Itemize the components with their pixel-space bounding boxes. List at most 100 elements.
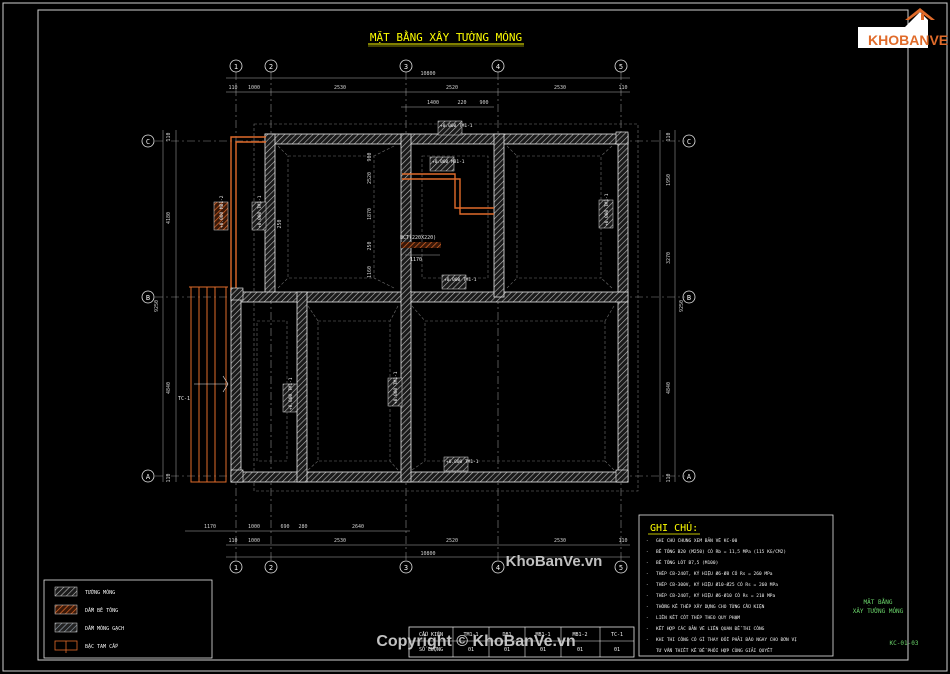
- svg-text:220: 220: [457, 100, 466, 106]
- dim-texts-bottom: 1170 1000 690 280 2640 10800 110 1000 25…: [204, 524, 628, 557]
- svg-text:TƯ VẤN THIẾT KẾ ĐỂ PHỐI HỢP CÙ: TƯ VẤN THIẾT KẾ ĐỂ PHỐI HỢP CÙNG GIẢI QU…: [656, 646, 773, 654]
- svg-text:1000: 1000: [248, 85, 260, 91]
- legend-items: TƯỜNG MÓNG DẦM BÊ TÔNG DẦM MÓNG GẠCH BẬC…: [54, 586, 124, 653]
- svg-text:01: 01: [468, 647, 474, 653]
- dim-texts-right: 110 1950 3270 4840 110 9250: [666, 132, 685, 482]
- svg-text:+0.000 TM1-1: +0.000 TM1-1: [288, 377, 294, 410]
- svg-text:1870: 1870: [367, 208, 373, 220]
- svg-text:01: 01: [540, 647, 546, 653]
- svg-text:1160: 1160: [367, 266, 373, 278]
- svg-text:3270: 3270: [666, 252, 672, 264]
- svg-text:THÉP CB-240T, KÝ HIỆU Ø6-Ø10 C: THÉP CB-240T, KÝ HIỆU Ø6-Ø10 CÓ Rs = 210…: [656, 591, 775, 599]
- bct-label: BCT(220X220): [400, 235, 436, 241]
- svg-text:DB1: DB1: [502, 632, 511, 638]
- svg-text:CẤU KIỆN: CẤU KIỆN: [419, 630, 443, 638]
- stair-arrow: [194, 375, 229, 393]
- svg-text:DẦM BÊ TÔNG: DẦM BÊ TÔNG: [85, 606, 118, 614]
- watermark-copyright: Copyright © KhoBanVe.vn: [376, 633, 575, 650]
- svg-text:3: 3: [404, 564, 408, 572]
- svg-text:250: 250: [367, 241, 373, 250]
- svg-text:1000: 1000: [248, 524, 260, 530]
- svg-text:4840: 4840: [666, 382, 672, 394]
- room-footing-lines: [256, 145, 615, 471]
- notes-box: [638, 514, 834, 657]
- dimension-lines: [162, 77, 676, 558]
- svg-text:+0.000 TM1-1: +0.000 TM1-1: [440, 123, 473, 129]
- svg-text:4: 4: [496, 63, 500, 71]
- svg-text:110: 110: [618, 538, 627, 544]
- drawing-frame: [37, 9, 909, 661]
- svg-text:B: B: [687, 294, 691, 302]
- drawing-title: MẶT BẰNG XÂY TƯỜNG MÓNG: [370, 30, 522, 44]
- svg-text:-: -: [646, 572, 649, 577]
- schedule-table: CẤU KIỆN TM1-1 DB1 MB1-1 MB1-2 TC-1 SỐ L…: [408, 626, 635, 658]
- svg-text:THÉP CB-240T, KÝ HIỆU Ø6-Ø8 CÓ: THÉP CB-240T, KÝ HIỆU Ø6-Ø8 CÓ Rs = 260 …: [656, 569, 773, 577]
- legend-swatch-brick: [54, 622, 78, 633]
- column-marks: [230, 131, 629, 483]
- legend-swatch-beam: [54, 604, 78, 615]
- dim-texts-top: 10800 110 1000 2530 2520 2530 110 1400 2…: [228, 71, 627, 106]
- axis-bubbles: [141, 59, 696, 574]
- svg-text:2: 2: [269, 564, 273, 572]
- svg-text:2640: 2640: [352, 524, 364, 530]
- svg-text:2530: 2530: [554, 85, 566, 91]
- svg-text:-: -: [646, 583, 649, 588]
- svg-text:LIÊN KẾT CỐT THÉP THEO QUY PHẠ: LIÊN KẾT CỐT THÉP THEO QUY PHẠM: [656, 613, 740, 621]
- beam-tags: +0.000 TM1-1 +0.000 MB1-1 +0.000 MB1-2 +…: [213, 120, 614, 472]
- title-block: MẶT BẰNG XÂY TƯỜNG MÓNG KC-01-03: [853, 598, 919, 647]
- svg-text:+0.000 TM1-1: +0.000 TM1-1: [444, 277, 477, 283]
- svg-text:A: A: [687, 473, 692, 481]
- svg-text:2530: 2530: [334, 538, 346, 544]
- dim-texts-inner: 900 2520 1870 1160 250 250: [277, 152, 373, 278]
- entrance-stair: [189, 286, 228, 483]
- svg-text:5: 5: [619, 564, 623, 572]
- svg-text:DẦM MÓNG GẠCH: DẦM MÓNG GẠCH: [85, 625, 124, 632]
- svg-text:01: 01: [504, 647, 510, 653]
- svg-text:-: -: [646, 594, 649, 599]
- svg-text:+0.000 MB1-1: +0.000 MB1-1: [432, 159, 465, 165]
- svg-text:110: 110: [666, 132, 672, 141]
- foundation-walls: [230, 133, 629, 483]
- legend-swatch-wall: [54, 586, 78, 597]
- svg-text:4840: 4840: [166, 382, 172, 394]
- watermark-khobanve: KhoBanVe.vn: [506, 553, 603, 570]
- svg-text:1: 1: [234, 63, 238, 71]
- svg-text:1: 1: [234, 564, 238, 572]
- svg-text:01: 01: [577, 647, 583, 653]
- svg-text:5: 5: [619, 63, 623, 71]
- svg-text:TƯỜNG MÓNG: TƯỜNG MÓNG: [85, 589, 115, 596]
- svg-text:01: 01: [614, 647, 620, 653]
- svg-text:2530: 2530: [334, 85, 346, 91]
- svg-text:110: 110: [166, 132, 172, 141]
- svg-text:1400: 1400: [427, 100, 439, 106]
- bct-dim: 1170: [410, 257, 422, 263]
- svg-text:110: 110: [618, 85, 627, 91]
- svg-text:-: -: [646, 539, 649, 544]
- svg-text:BẬC TAM CẤP: BẬC TAM CẤP: [85, 643, 118, 650]
- svg-text:+0.000 TM1-1: +0.000 TM1-1: [393, 371, 399, 404]
- logo-text: KHOBANVE: [868, 32, 948, 48]
- dim-texts-left: 110 4180 4840 110 9250: [154, 132, 172, 482]
- svg-text:+0.000 TM1-1: +0.000 TM1-1: [604, 193, 610, 226]
- svg-text:+0.000 MB1-2: +0.000 MB1-2: [219, 195, 225, 228]
- svg-text:MẶT BẰNG: MẶT BẰNG: [864, 598, 893, 606]
- stair-tag: TC-1: [178, 396, 190, 402]
- svg-text:+0.000 TM1-1: +0.000 TM1-1: [257, 195, 263, 228]
- svg-text:4: 4: [496, 564, 500, 572]
- svg-text:KẾT HỢP CÁC BẢN VẼ LIÊN QUAN Đ: KẾT HỢP CÁC BẢN VẼ LIÊN QUAN ĐỂ THI CÔNG: [656, 624, 765, 632]
- svg-text:TM1-1: TM1-1: [463, 632, 478, 638]
- svg-text:THỐNG KÊ THÉP XÂY DỰNG CHO TỪN: THỐNG KÊ THÉP XÂY DỰNG CHO TỪNG CẤU KIỆN: [656, 602, 765, 610]
- notes-heading: GHI CHÚ:: [650, 521, 698, 534]
- svg-text:MB1-1: MB1-1: [535, 632, 550, 638]
- svg-text:900: 900: [367, 152, 373, 161]
- svg-text:110: 110: [666, 473, 672, 482]
- svg-text:10800: 10800: [420, 71, 435, 77]
- khobanve-logo: KHOBANVE: [858, 8, 948, 48]
- axis-labels: 1 2 3 4 5 1 2 3 4 5 C B A C B A: [146, 63, 692, 572]
- svg-text:9250: 9250: [679, 300, 685, 312]
- svg-text:A: A: [146, 473, 151, 481]
- notes-list: -GHI CHÚ CHUNG XEM BẢN VẼ KC-00 -BÊ TÔNG…: [646, 536, 797, 654]
- svg-text:KC-01-03: KC-01-03: [890, 640, 919, 647]
